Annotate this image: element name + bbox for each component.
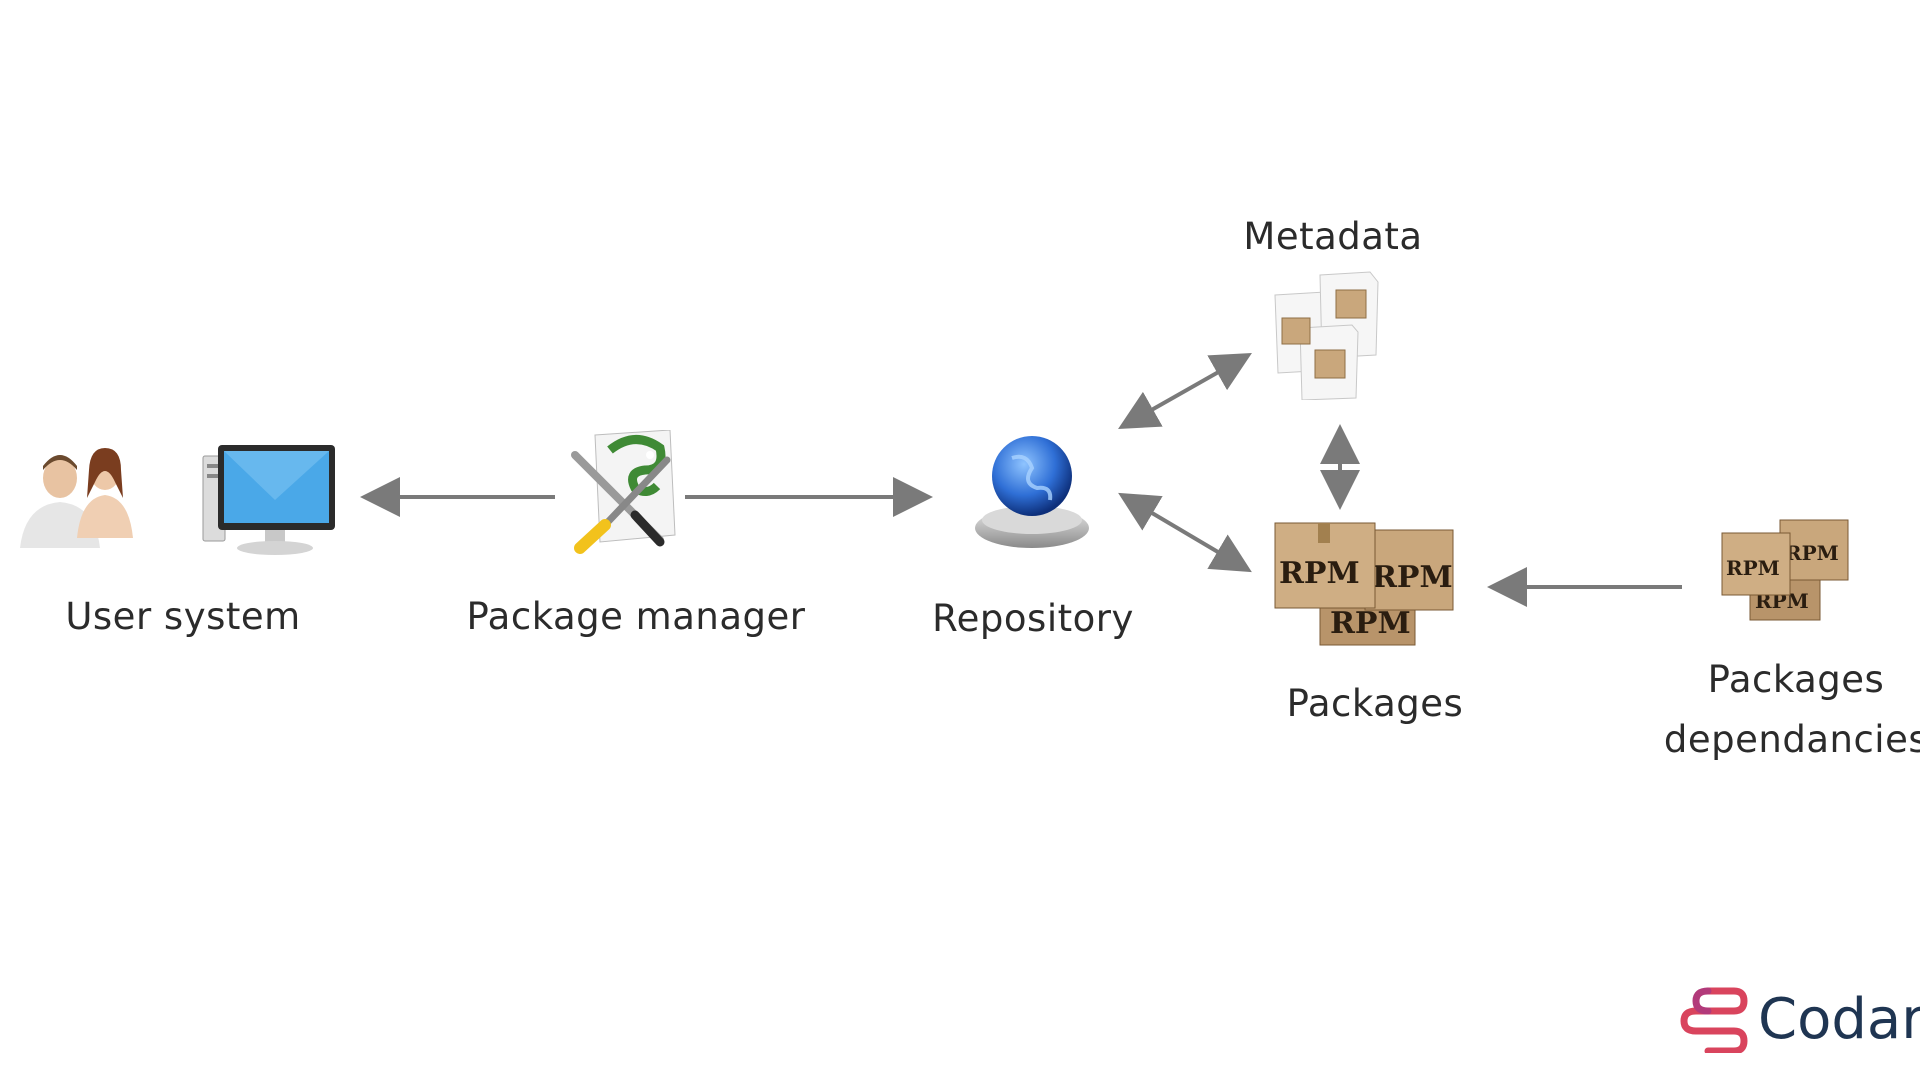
repository-label: Repository xyxy=(932,597,1134,640)
user-system-node xyxy=(15,440,335,564)
codar-logo: Codar xyxy=(1672,985,1920,1053)
arrow-repo-metadata xyxy=(1118,353,1252,429)
package-manager-node xyxy=(565,429,685,564)
rpm-dependency-boxes-icon: RPM RPM RPM xyxy=(1721,519,1849,621)
packages-dependencies-node: RPM RPM RPM xyxy=(1720,515,1855,639)
package-manager-label: Package manager xyxy=(466,595,806,638)
rpm-box-text: RPM xyxy=(1330,606,1411,641)
package-manager-tools-icon xyxy=(571,429,676,554)
metadata-label: Metadata xyxy=(1243,215,1423,258)
codar-logo-icon xyxy=(1680,987,1748,1053)
packages-dependencies-label: Packages dependancies xyxy=(1664,650,1920,770)
rpm-box-text: RPM xyxy=(1372,560,1453,595)
rpm-boxes-icon: RPM RPM RPM xyxy=(1274,522,1454,646)
users-computer-icon xyxy=(20,445,335,555)
globe-server-icon xyxy=(975,436,1089,548)
codar-logo-text: Codar xyxy=(1758,986,1920,1052)
packages-dependencies-label-line2: dependancies xyxy=(1663,718,1920,761)
rpm-box-text: RPM xyxy=(1726,556,1780,580)
repository-node xyxy=(972,428,1092,557)
rpm-box-text: RPM xyxy=(1785,541,1839,565)
packages-dependencies-label-line1: Packages xyxy=(1707,658,1885,701)
arrow-repo-packages xyxy=(1118,492,1252,573)
user-system-label: User system xyxy=(65,595,301,638)
packages-label: Packages xyxy=(1286,682,1464,725)
metadata-documents-icon xyxy=(1274,271,1379,401)
metadata-node xyxy=(1270,270,1385,404)
rpm-box-text: RPM xyxy=(1279,556,1360,591)
packages-node: RPM RPM RPM xyxy=(1270,515,1455,669)
